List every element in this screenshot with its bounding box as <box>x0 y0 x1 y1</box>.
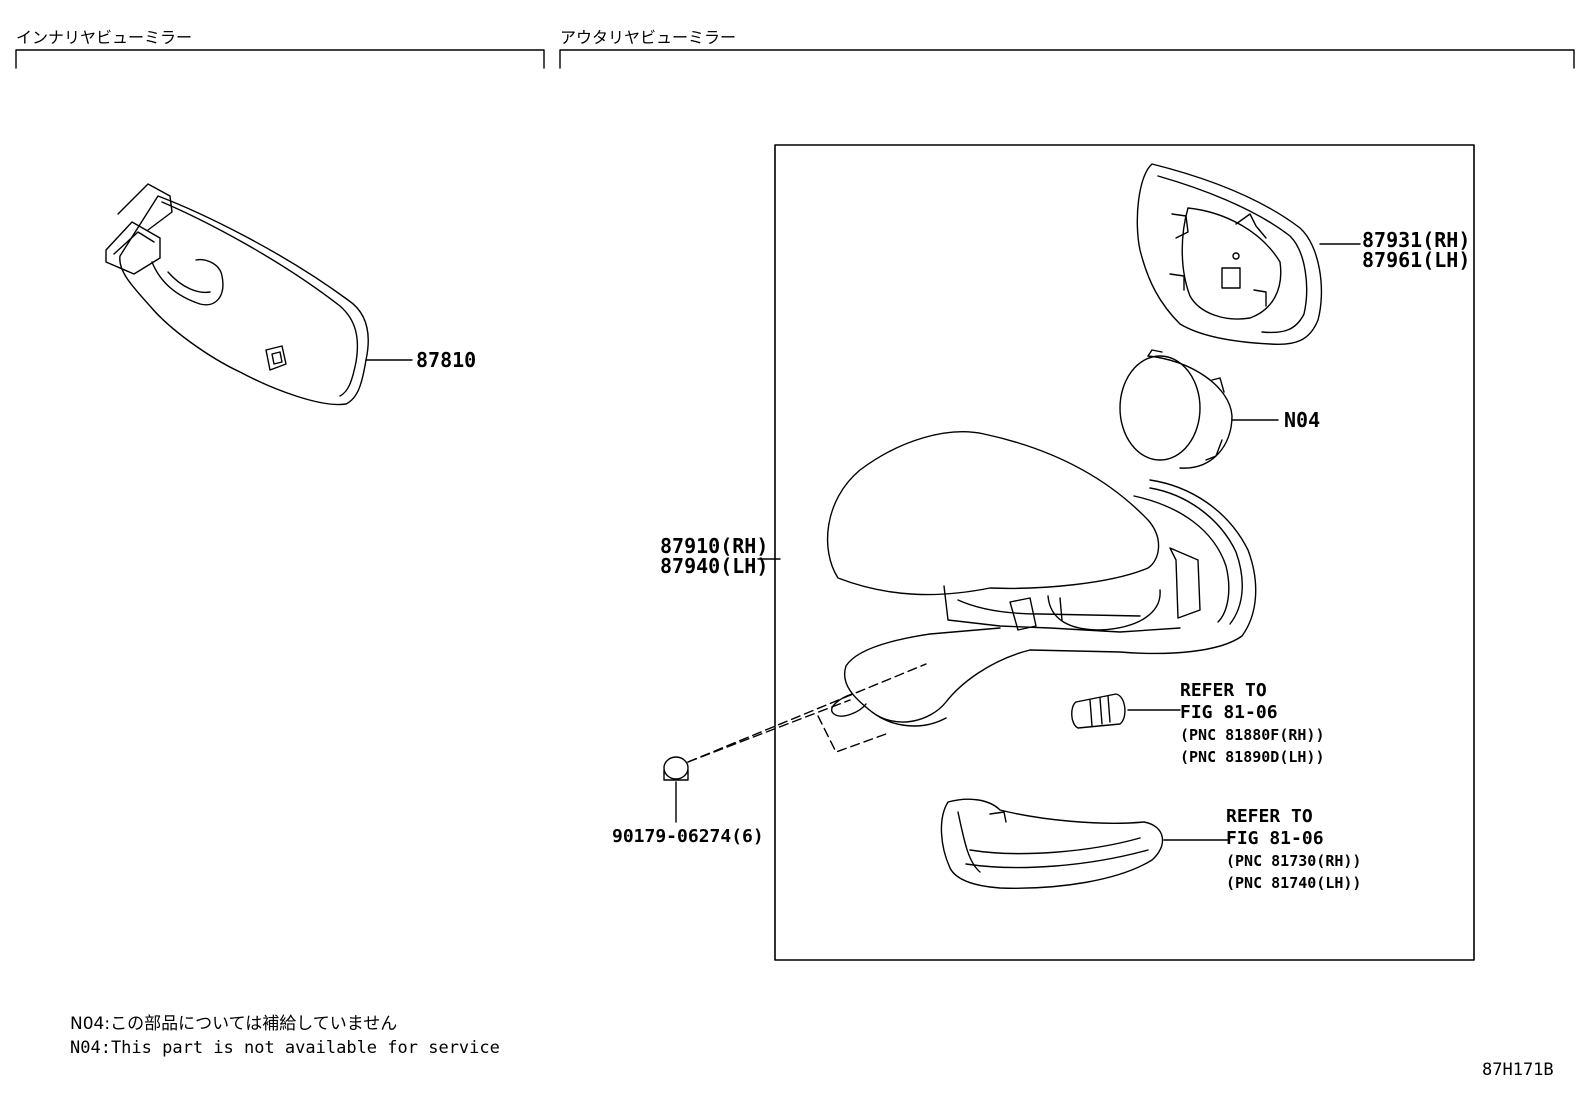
note-english: N04:This part is not available for servi… <box>70 1038 500 1058</box>
lamp-bulb-fig-ref: FIG 81-06 <box>1180 702 1278 723</box>
outer-mirror-section-title: アウタリヤビューミラー <box>560 28 737 47</box>
actuator-part-code: N04 <box>1284 408 1321 432</box>
turn-signal-fig-ref: FIG 81-06 <box>1226 828 1324 849</box>
lamp-bulb-pnc-lh: (PNC 81890D(LH)) <box>1180 748 1325 766</box>
mirror-glass-part-number-lh: 87961(LH) <box>1362 248 1471 272</box>
inner-mirror-section-title: インナリヤビューミラー <box>16 28 193 47</box>
turn-signal-refer-to: REFER TO <box>1226 806 1313 827</box>
screw-drawing <box>663 756 689 823</box>
inner-mirror-part-number: 87810 <box>416 348 477 372</box>
turn-signal-pnc-rh: (PNC 81730(RH)) <box>1226 852 1362 870</box>
mirror-glass-drawing <box>1136 163 1361 346</box>
outer-mirror-frame <box>774 144 1475 961</box>
note-japanese: N04:この部品については補給していません <box>70 1014 398 1034</box>
lamp-bulb-pnc-rh: (PNC 81880F(RH)) <box>1180 726 1325 744</box>
lamp-bulb-refer-to: REFER TO <box>1180 680 1267 701</box>
mirror-glass-part-number-rh: 87931(RH) <box>1362 228 1471 252</box>
inner-section-bracket <box>15 49 545 69</box>
lamp-bulb-drawing <box>1071 693 1181 729</box>
side-turn-signal-drawing <box>940 798 1229 889</box>
outer-section-bracket <box>559 49 1575 69</box>
mirror-assy-part-number-rh: 87910(RH) <box>660 534 769 558</box>
actuator-drawing <box>1119 349 1279 469</box>
figure-code: 87H171B <box>1482 1060 1554 1080</box>
screw-part-number: 90179-06274(6) <box>612 826 764 847</box>
inner-mirror-drawing <box>105 183 413 406</box>
outer-mirror-assy-drawing <box>687 431 1257 763</box>
mirror-assy-part-number-lh: 87940(LH) <box>660 554 769 578</box>
turn-signal-pnc-lh: (PNC 81740(LH)) <box>1226 874 1362 892</box>
